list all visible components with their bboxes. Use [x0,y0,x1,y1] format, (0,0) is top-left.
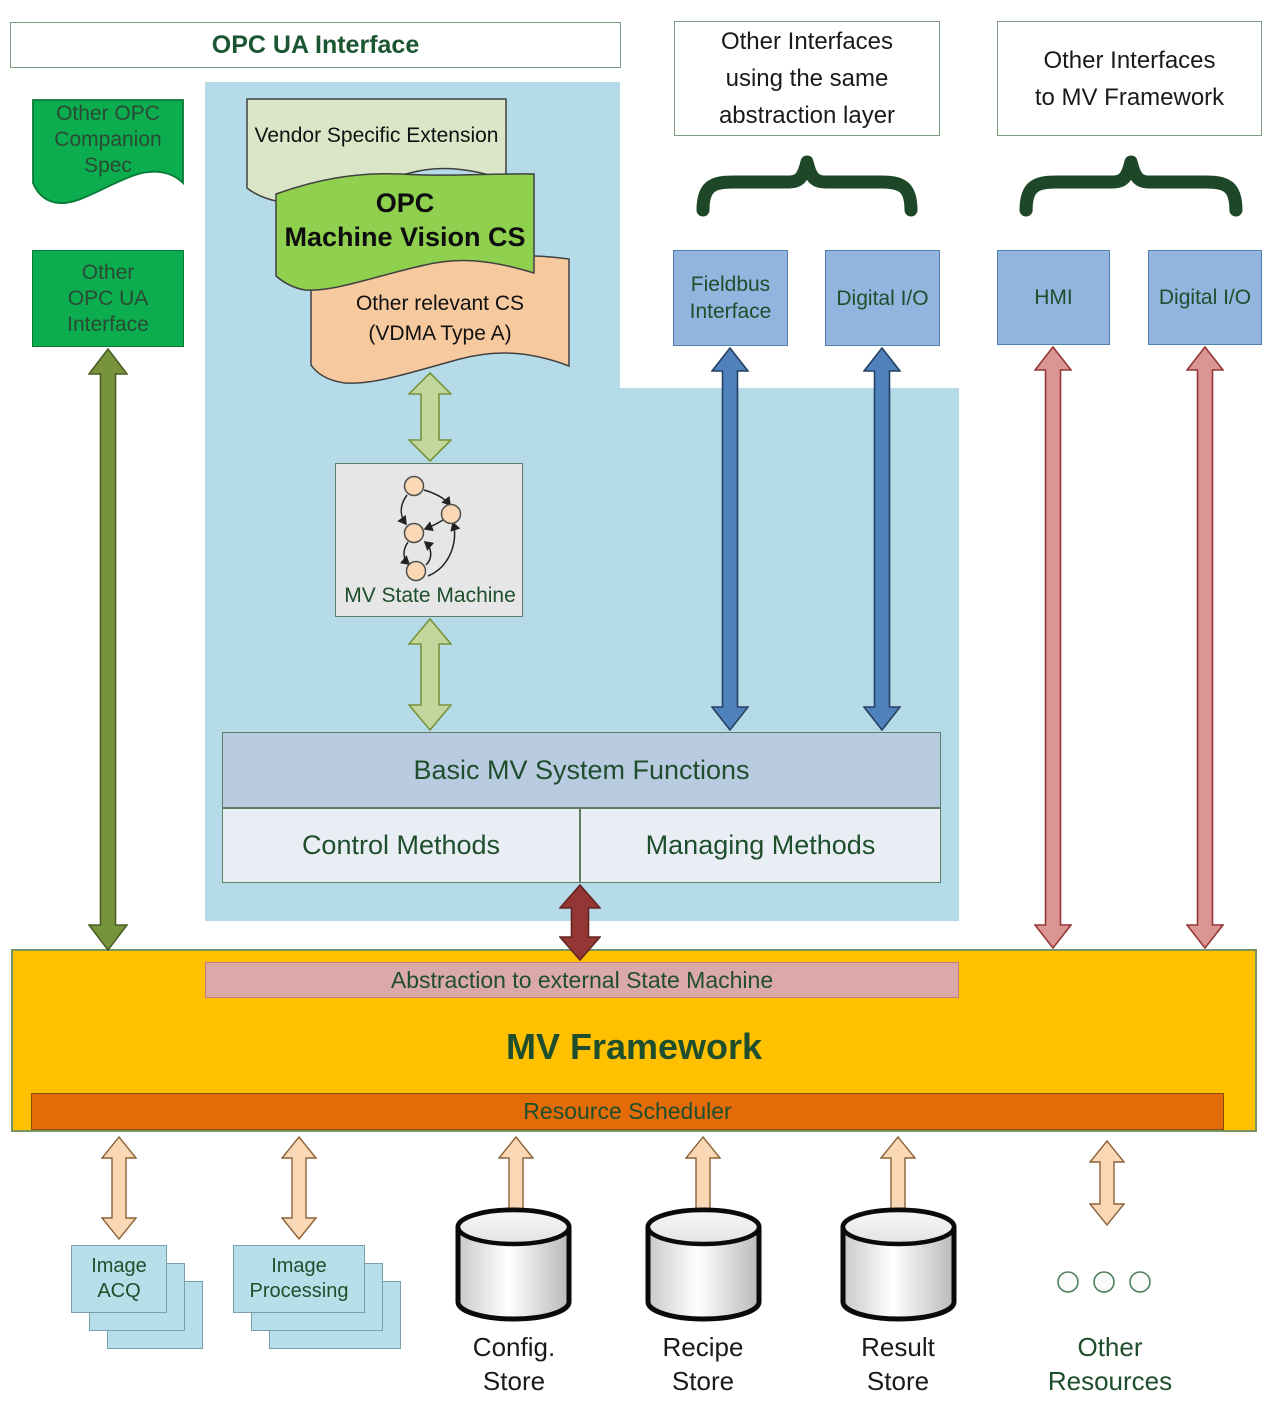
digital-io-box-right: Digital I/O [1148,250,1262,345]
state-machine-diagram [397,475,462,582]
arrow-opcua-to-framework [88,348,128,951]
mv-framework-title: MV Framework [505,1026,763,1067]
other-resources-label: Other Resources [1047,1332,1173,1396]
arrow-statemachine-to-functions [408,618,452,731]
arrow-cs-to-statemachine [408,372,452,462]
vendor-specific-extension-label: Vendor Specific Extension [254,124,499,147]
arrow-digitalio-to-framework [1186,346,1224,949]
other-interfaces-abstraction-title-box: Other Interfaces using the same abstract… [674,21,940,136]
arrow-scheduler-to-imageacq [101,1136,137,1240]
result-store-cylinder-icon [840,1207,957,1327]
digital-io-box-mid: Digital I/O [825,250,940,346]
config-store-label: Config. Store [472,1332,556,1396]
opc-ua-interface-title: OPC UA Interface [211,30,420,59]
opc-machine-vision-cs-label: OPC Machine Vision CS [284,188,526,252]
arrow-scheduler-to-otherresources [1089,1140,1125,1226]
hmi-box: HMI [997,250,1110,345]
abstraction-bar: Abstraction to external State Machine [205,962,959,998]
recipe-store-label: Recipe Store [662,1332,744,1396]
arrow-fieldbus-to-functions [711,347,749,731]
mv-state-machine-label: MV State Machine [344,584,516,607]
ellipsis-circles-icon [1057,1271,1151,1293]
other-opc-companion-spec-shape [32,99,184,204]
managing-methods-box: Managing Methods [580,808,941,883]
state-node [403,475,425,497]
other-opc-ua-interface-box: Other OPC UA Interface [32,250,184,347]
resource-scheduler-bar: Resource Scheduler [31,1093,1224,1130]
state-node [405,560,427,582]
control-methods-box: Control Methods [222,808,580,883]
config-store-cylinder-icon [455,1207,572,1327]
state-node [440,503,462,525]
other-opc-companion-spec-label: Other OPC Companion Spec [54,102,162,177]
result-store-label: Result Store [861,1332,935,1396]
opc-ua-interface-header: OPC UA Interface [10,22,621,68]
state-node [403,522,425,544]
basic-mv-system-functions-bar: Basic MV System Functions [222,732,941,808]
image-acq-box: Image ACQ [71,1245,167,1313]
arrow-hmi-to-framework [1034,346,1072,949]
opc-machine-vision-cs-shape [275,172,535,291]
mv-state-machine-box: MV State Machine [335,463,523,617]
arrow-scheduler-to-imageprocessing [281,1136,317,1240]
arrow-methods-to-abstraction [559,884,601,961]
image-processing-box: Image Processing [233,1245,365,1313]
recipe-store-cylinder-icon [645,1207,762,1327]
fieldbus-interface-box: Fieldbus Interface [673,250,788,346]
brace-icon [696,155,918,217]
brace-icon [1019,155,1243,217]
other-interfaces-framework-title-box: Other Interfaces to MV Framework [997,21,1262,136]
other-relevant-cs-label: Other relevant CS (VDMA Type A) [355,292,525,345]
arrow-digitalio-to-functions [863,347,901,731]
